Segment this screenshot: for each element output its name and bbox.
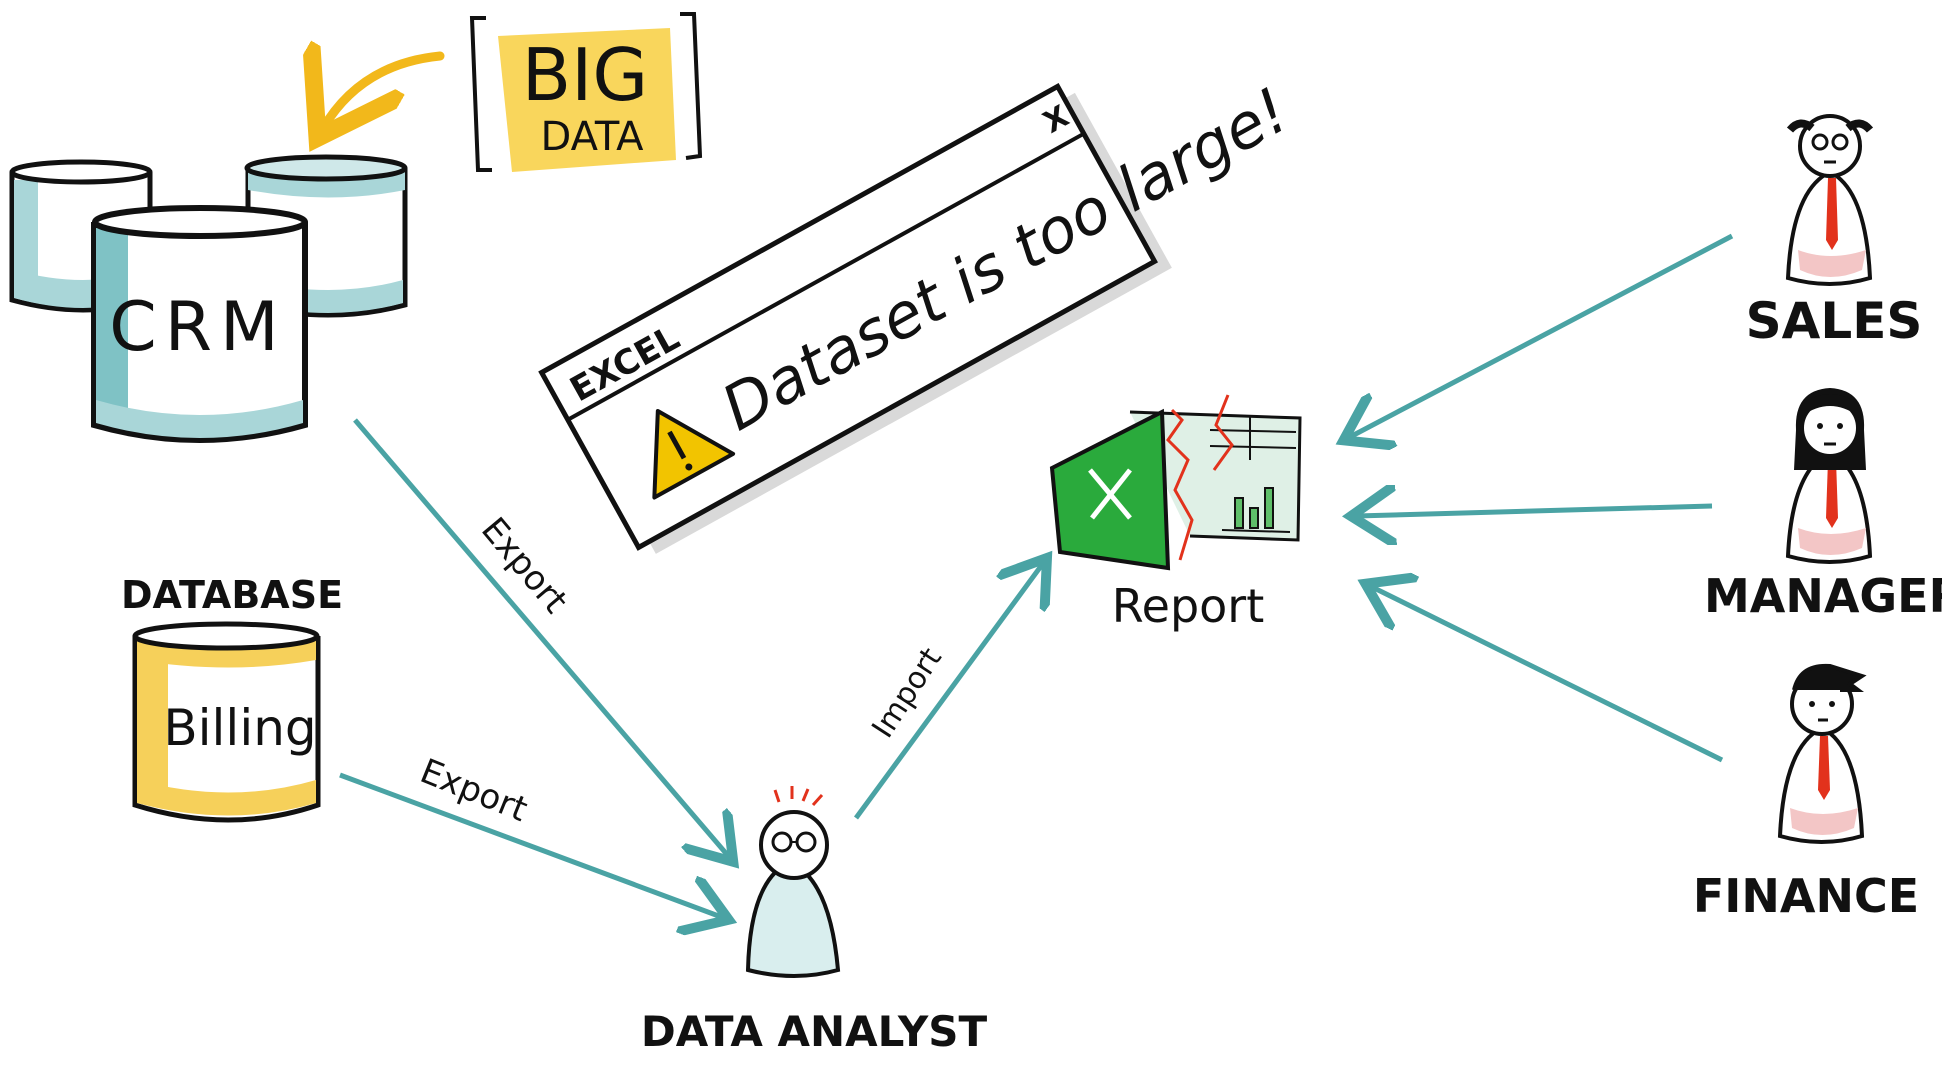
report-label: Report	[1112, 579, 1265, 633]
data-analyst-figure	[745, 786, 841, 978]
excel-logo-icon	[1049, 408, 1171, 571]
sales-figure	[1785, 114, 1874, 286]
billing-database: Billing	[132, 621, 321, 823]
arrow-billing-to-analyst	[339, 772, 724, 918]
database-heading: DATABASE	[121, 573, 343, 617]
spreadsheet-back	[1129, 394, 1302, 561]
finance-label: FINANCE	[1693, 869, 1919, 923]
crm-label: CRM	[109, 288, 286, 367]
arrow-manager-to-report	[1356, 506, 1713, 516]
big-data-arrow	[322, 56, 445, 130]
export-label-crm: Export	[473, 510, 575, 621]
arrows	[339, 233, 1734, 918]
export-label-billing: Export	[415, 751, 533, 830]
warning-triangle-icon	[652, 408, 736, 500]
data-analyst-label: DATA ANALYST	[641, 1007, 988, 1056]
finance-figure	[1777, 663, 1867, 844]
arrow-finance-to-report	[1370, 586, 1724, 763]
sales-label: SALES	[1746, 292, 1923, 350]
big-data-note: BIG DATA	[469, 12, 703, 172]
data-label: DATA	[540, 114, 644, 160]
arrow-sales-to-report	[1348, 233, 1734, 438]
billing-label: Billing	[163, 699, 316, 757]
import-label: Import	[865, 642, 949, 745]
manager-label: MANAGER	[1704, 569, 1942, 623]
manager-figure	[1785, 388, 1873, 564]
report: Report	[1049, 394, 1302, 633]
big-label: BIG	[522, 33, 648, 117]
arrow-crm-to-analyst	[353, 418, 730, 858]
crm-database: CRM	[91, 205, 308, 443]
arrow-analyst-to-report	[853, 562, 1044, 820]
